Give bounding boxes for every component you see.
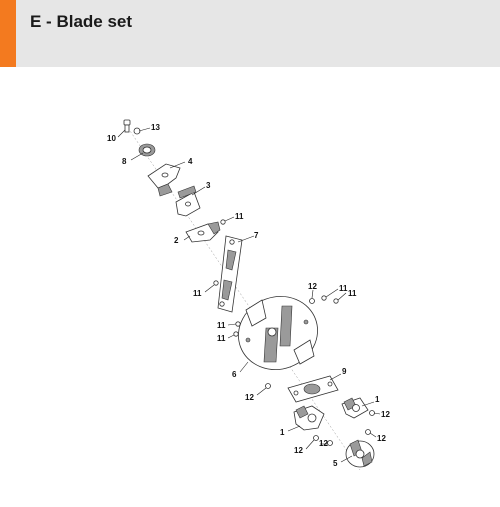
callout-11: 11	[193, 289, 202, 298]
callout-6: 6	[232, 370, 237, 379]
callout-11: 11	[235, 212, 244, 221]
callout-4: 4	[188, 157, 193, 166]
callout-12: 12	[319, 439, 328, 448]
part-9-plate	[287, 375, 339, 403]
part-10-screw	[123, 119, 131, 133]
part-1-knife-holder	[341, 397, 369, 419]
part-12-nut	[369, 410, 375, 416]
part-12-nut	[327, 440, 333, 446]
part-12-nut	[313, 435, 319, 441]
callout-12: 12	[377, 434, 386, 443]
part-6-blade-disc	[238, 296, 318, 370]
part-1-knife-holder	[293, 405, 325, 431]
callout-12: 12	[245, 393, 254, 402]
callout-5: 5	[333, 459, 338, 468]
part-7-blade-bar	[217, 235, 243, 313]
part-11-screw	[220, 219, 226, 225]
callout-1: 1	[280, 428, 285, 437]
callout-11: 11	[217, 334, 226, 343]
callout-12: 12	[381, 410, 390, 419]
part-4-bracket	[147, 163, 181, 197]
page-title: E - Blade set	[30, 12, 133, 31]
callout-9: 9	[342, 367, 347, 376]
header-accent-bar	[0, 0, 16, 67]
callout-13: 13	[151, 123, 160, 132]
part-12-nut	[309, 298, 315, 304]
part-11-screw	[213, 280, 219, 286]
part-2-clamp	[185, 221, 221, 243]
callout-12: 12	[308, 282, 317, 291]
callout-1: 1	[375, 395, 380, 404]
part-11-screw	[233, 331, 239, 337]
part-12-nut	[265, 383, 271, 389]
callout-11: 11	[217, 321, 226, 330]
part-12-nut	[365, 429, 371, 435]
part-11-screw	[333, 298, 339, 304]
part-5-hub	[345, 439, 375, 468]
callout-8: 8	[122, 157, 127, 166]
callout-11: 11	[348, 289, 357, 298]
part-3-plate	[175, 185, 201, 217]
callout-10: 10	[107, 134, 116, 143]
callout-2: 2	[174, 236, 179, 245]
part-11-screw	[321, 295, 327, 301]
leader-lines	[117, 127, 381, 463]
callout-11: 11	[339, 284, 348, 293]
callout-7: 7	[254, 231, 259, 240]
page-header	[0, 0, 500, 67]
callout-3: 3	[206, 181, 211, 190]
callout-12: 12	[294, 446, 303, 455]
